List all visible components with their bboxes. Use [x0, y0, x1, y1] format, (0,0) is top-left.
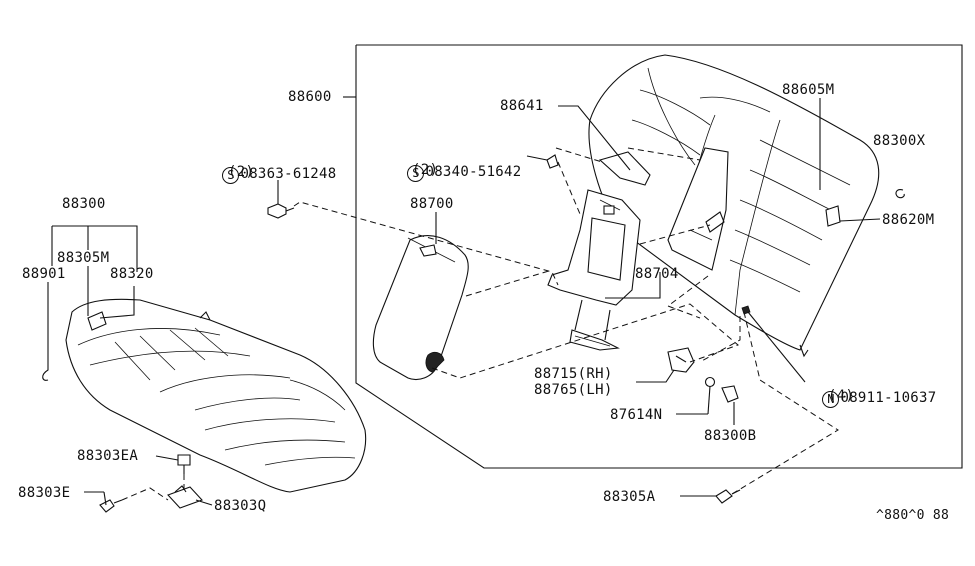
screw-symbol-icon: S [222, 167, 240, 184]
label-08340-qty: (2) [412, 162, 439, 178]
seat-back-illustration [588, 54, 880, 358]
label-88620M: 88620M [882, 212, 935, 228]
label-88305A: 88305A [603, 489, 656, 505]
seat-cushion-illustration [65, 298, 367, 493]
label-88901: 88901 [22, 266, 66, 282]
label-88300X: 88300X [873, 133, 926, 149]
label-88320: 88320 [110, 266, 154, 282]
label-08363-61248-code: 08363-61248 [240, 166, 337, 182]
label-88303E: 88303E [18, 485, 71, 501]
label-88303EA: 88303EA [77, 448, 139, 464]
label-88765-lh: 88765(LH) [534, 382, 613, 398]
label-88704: 88704 [635, 266, 679, 282]
screw-symbol-icon: S [407, 165, 425, 182]
label-88300B: 88300B [704, 428, 757, 444]
label-88305M: 88305M [57, 250, 110, 266]
nut-symbol-icon: N [822, 391, 840, 408]
label-88605M: 88605M [782, 82, 835, 98]
label-88641: 88641 [500, 98, 544, 114]
label-88303Q: 88303Q [214, 498, 267, 514]
label-88715-rh: 88715(RH) [534, 366, 613, 382]
armrest-frame-illustration [547, 189, 641, 351]
dashed-assembly-lines [121, 147, 839, 501]
label-08911-qty: (4) [828, 388, 855, 404]
assembly-frame [355, 44, 963, 469]
label-88700: 88700 [410, 196, 454, 212]
label-88600: 88600 [288, 89, 332, 105]
label-08340-51642-code: 08340-51642 [425, 164, 522, 180]
hardware-illustrations [42, 154, 905, 513]
armrest-illustration [372, 235, 469, 381]
label-08911-10637-code: 08911-10637 [840, 390, 937, 406]
label-88300: 88300 [62, 196, 106, 212]
reference-code: ^880^0 88 [876, 508, 950, 523]
leader-lines [51, 96, 881, 506]
label-87614N: 87614N [610, 407, 663, 423]
label-08363-qty: (2) [228, 164, 255, 180]
